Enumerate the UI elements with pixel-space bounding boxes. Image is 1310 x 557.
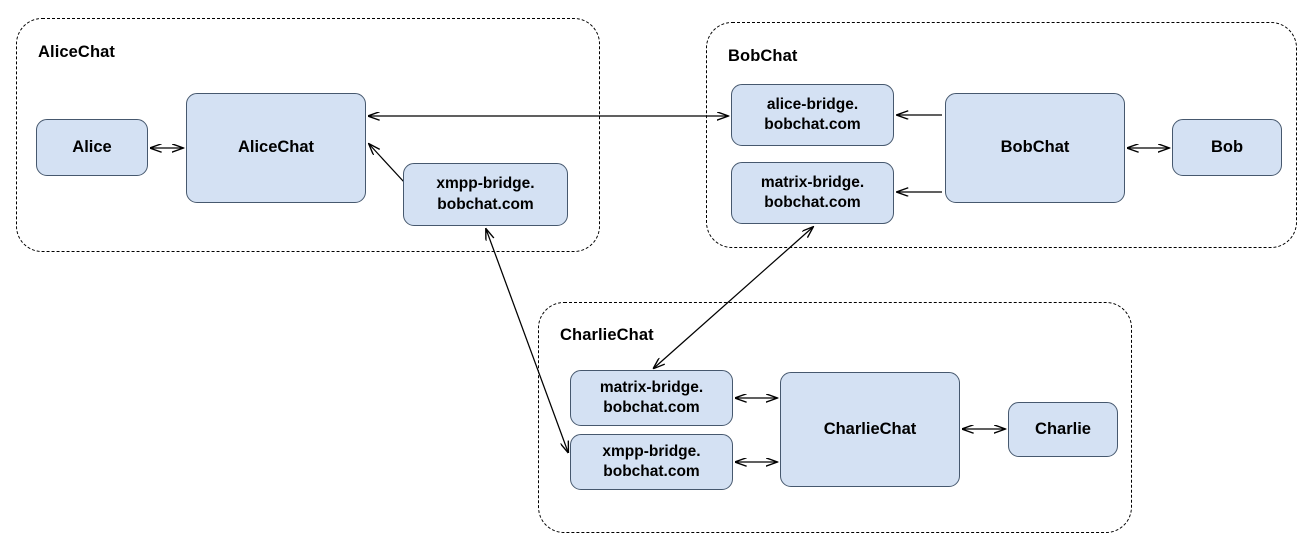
node-charliechat[interactable]: CharlieChat — [780, 372, 960, 487]
group-container-alicechat[interactable] — [16, 18, 600, 252]
edge-xmppbridge-to-alicechat — [369, 144, 405, 183]
node-xmpp-bridge-alicechat-label: xmpp-bridge. bobchat.com — [436, 175, 535, 213]
group-container-bobchat[interactable] — [706, 22, 1297, 248]
node-alice-bridge-bobchat[interactable]: alice-bridge. bobchat.com — [731, 84, 894, 146]
group-label-charliechat: CharlieChat — [560, 326, 654, 344]
node-matrix-bridge-charliechat-label: matrix-bridge. bobchat.com — [599, 378, 704, 416]
node-alice-label: Alice — [72, 137, 112, 156]
node-alice-bridge-bobchat-label: alice-bridge. bobchat.com — [764, 95, 861, 133]
edge-charliematrix-to-bobmatrix — [654, 227, 813, 368]
node-alice[interactable]: Alice — [36, 119, 148, 176]
node-bob[interactable]: Bob — [1172, 119, 1282, 176]
node-matrix-bridge-bobchat-label: matrix-bridge. bobchat.com — [760, 173, 865, 211]
node-xmpp-bridge-alicechat[interactable]: xmpp-bridge. bobchat.com — [403, 163, 568, 226]
node-alicechat[interactable]: AliceChat — [186, 93, 366, 203]
node-charliechat-label: CharlieChat — [823, 419, 917, 438]
node-alicechat-label: AliceChat — [237, 138, 315, 157]
node-charlie[interactable]: Charlie — [1008, 402, 1118, 457]
edge-charliexmpp-to-alicexmpp — [486, 229, 568, 452]
node-matrix-bridge-bobchat[interactable]: matrix-bridge. bobchat.com — [731, 162, 894, 224]
group-label-bobchat: BobChat — [728, 47, 798, 65]
node-bobchat[interactable]: BobChat — [945, 93, 1125, 203]
node-bob-label: Bob — [1210, 137, 1244, 156]
node-matrix-bridge-charliechat[interactable]: matrix-bridge. bobchat.com — [570, 370, 733, 426]
group-label-alicechat: AliceChat — [38, 43, 116, 61]
node-xmpp-bridge-charliechat[interactable]: xmpp-bridge. bobchat.com — [570, 434, 733, 490]
node-xmpp-bridge-charliechat-label: xmpp-bridge. bobchat.com — [602, 442, 701, 480]
node-bobchat-label: BobChat — [1000, 138, 1070, 157]
node-charlie-label: Charlie — [1035, 419, 1091, 438]
